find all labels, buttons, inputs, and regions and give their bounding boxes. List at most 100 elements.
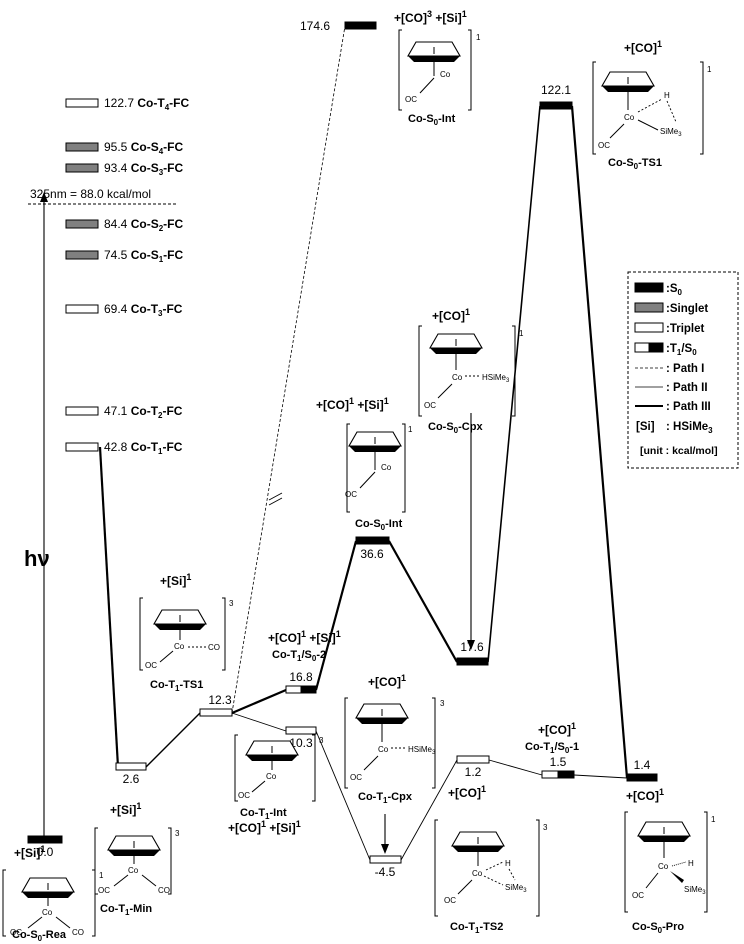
svg-text:Co: Co [128,866,139,875]
legend-si-def: : HSiMe3 [666,421,713,435]
structure-t1s02-label: +[CO]1 +[Si]1 Co-T1/S0-2 [268,629,341,663]
svg-text:+[CO]1 +[Si]1: +[CO]1 +[Si]1 [268,629,341,645]
axis-break-mark [268,497,283,506]
svg-text:+[CO]1: +[CO]1 [432,307,470,323]
level-value-rea: 0.0 [37,845,54,859]
svg-text:+[CO]3 +[Si]1: +[CO]3 +[Si]1 [394,9,467,25]
path3-s0cpx-to-s0ts1 [487,105,541,663]
level-bar-rea [27,835,63,844]
legend-unit: [unit : kcal/mol] [640,445,718,457]
axis-break-mark [268,492,283,501]
svg-text:Co-S0-Int: Co-S0-Int [355,518,403,532]
path2-t1ts1-to-t1int [231,712,287,732]
svg-text:+[CO]1: +[CO]1 [538,721,576,737]
svg-text:Co: Co [42,908,53,917]
level-value-t1cpx: -4.5 [375,865,396,879]
fc-bar-3 [65,219,99,229]
svg-text:H: H [505,859,511,868]
svg-text:OC: OC [10,928,22,937]
level-bar-t1s02 [285,685,302,694]
structure-t1ts2: +[CO]1 3 Co H SiMe3 OC Co-T1-TS2 [434,784,548,935]
legend-swatch-s0 [634,282,664,293]
legend-triplet: :Triplet [666,323,705,335]
level-bar-t1ts2 [456,755,490,764]
hv-label: hν [24,546,50,571]
structure-s0int3: +[CO]3 +[Si]1 1 Co OC Co-S0-Int [394,9,481,127]
fc-bar-4 [65,250,99,260]
fc-label-2: 93.4 Co-S3-FC [104,161,183,177]
structure-rea: +[Si]1 1 Co OC CO Co-S0-Rea [2,844,104,943]
path2-t1int-to-t1cpx [315,730,371,861]
level-bar-t1s02-s0 [300,685,317,694]
level-bar-s0int3 [344,21,377,30]
fc-label-3: 84.4 Co-S2-FC [104,217,183,233]
svg-text:+[CO]1: +[CO]1 [624,39,662,55]
svg-text:OC: OC [424,401,436,410]
svg-text:OC: OC [98,886,110,895]
svg-text:H: H [664,91,670,100]
level-bar-s0pro [626,773,658,782]
fc-label-4: 74.5 Co-S1-FC [104,248,183,264]
svg-text:+[Si]1: +[Si]1 [14,844,45,860]
legend-path3: : Path III [666,401,711,413]
svg-text:Co: Co [440,70,451,79]
path3-t1ts1-to-t1s02 [231,688,287,715]
svg-text:3: 3 [229,599,234,608]
fc-bar-6 [65,406,99,416]
svg-text:OC: OC [345,490,357,499]
fc-label-7: 42.8 Co-T1-FC [104,440,183,456]
path3-t1s02-to-s0int [314,540,358,691]
level-bar-s0ts1 [539,101,573,110]
svg-text:OC: OC [444,896,456,905]
svg-text:Co-T1/S0-2: Co-T1/S0-2 [272,649,326,663]
svg-text:OC: OC [145,661,157,670]
svg-text:Co-T1-Cpx: Co-T1-Cpx [358,791,413,805]
path3-s0ts1-to-s0pro [570,105,629,779]
legend-swatch-t1s0-b [648,342,664,353]
svg-text:1: 1 [408,425,413,434]
level-bar-s0int [355,536,390,545]
level-value-t1ts1: 12.3 [208,693,232,707]
level-value-s0int: 36.6 [360,547,384,561]
svg-text:Co: Co [624,113,635,122]
structure-s0cpx: +[CO]1 1 Co HSiMe3 OC Co-S0-Cpx [418,307,524,435]
svg-text:Co: Co [266,772,277,781]
level-value-s0cpx: 17.6 [460,640,484,654]
svg-text:Co-S0-Pro: Co-S0-Pro [632,921,684,935]
svg-text:3: 3 [543,823,548,832]
svg-text:Co-T1-Int: Co-T1-Int [240,807,287,821]
legend-path2: : Path II [666,382,708,394]
svg-text:Co: Co [452,373,463,382]
svg-text:H: H [688,859,694,868]
svg-text:3: 3 [175,829,180,838]
path2-t1cpx-to-t1ts2 [400,759,458,861]
path1-t1ts1-to-s0int3 [231,25,346,714]
level-value-s0ts1: 122.1 [541,83,571,97]
structure-t1s01-label: +[CO]1 Co-T1/S0-1 [525,721,579,755]
structure-s0pro: +[CO]1 1 Co H SiMe3 OC Co-S0-Pro [624,787,716,935]
legend-path1: : Path I [666,363,704,375]
structure-t1min: +[Si]1 3 Co OC CO Co-T1-Min [94,801,180,917]
svg-text:+[CO]1: +[CO]1 [626,787,664,803]
structure-t1int: 3 Co OC Co-T1-Int +[CO]1 +[Si]1 [228,734,324,835]
level-value-t1ts2: 1.2 [465,765,482,779]
fc-bar-2 [65,163,99,173]
legend-swatch-t1s0-a [634,342,650,353]
legend-swatch-triplet [634,322,664,333]
svg-text:Co-T1-Min: Co-T1-Min [100,903,152,917]
svg-text:CO: CO [158,886,170,895]
level-bar-s0cpx [456,657,489,666]
svg-text:OC: OC [350,773,362,782]
legend-si-key: [Si] [636,421,655,433]
path3-s0int-to-s0cpx [388,540,458,663]
svg-text:OC: OC [598,141,610,150]
level-bar-t1min [115,762,147,771]
structure-s0int: +[CO]1 +[Si]1 1 Co OC Co-S0-Int [316,396,413,532]
svg-text:+[CO]1 +[Si]1: +[CO]1 +[Si]1 [228,819,301,835]
svg-text:+[Si]1: +[Si]1 [110,801,141,817]
svg-text:1: 1 [99,871,104,880]
svg-text:+[CO]1 +[Si]1: +[CO]1 +[Si]1 [316,396,389,412]
legend-singlet: :Singlet [666,303,708,315]
